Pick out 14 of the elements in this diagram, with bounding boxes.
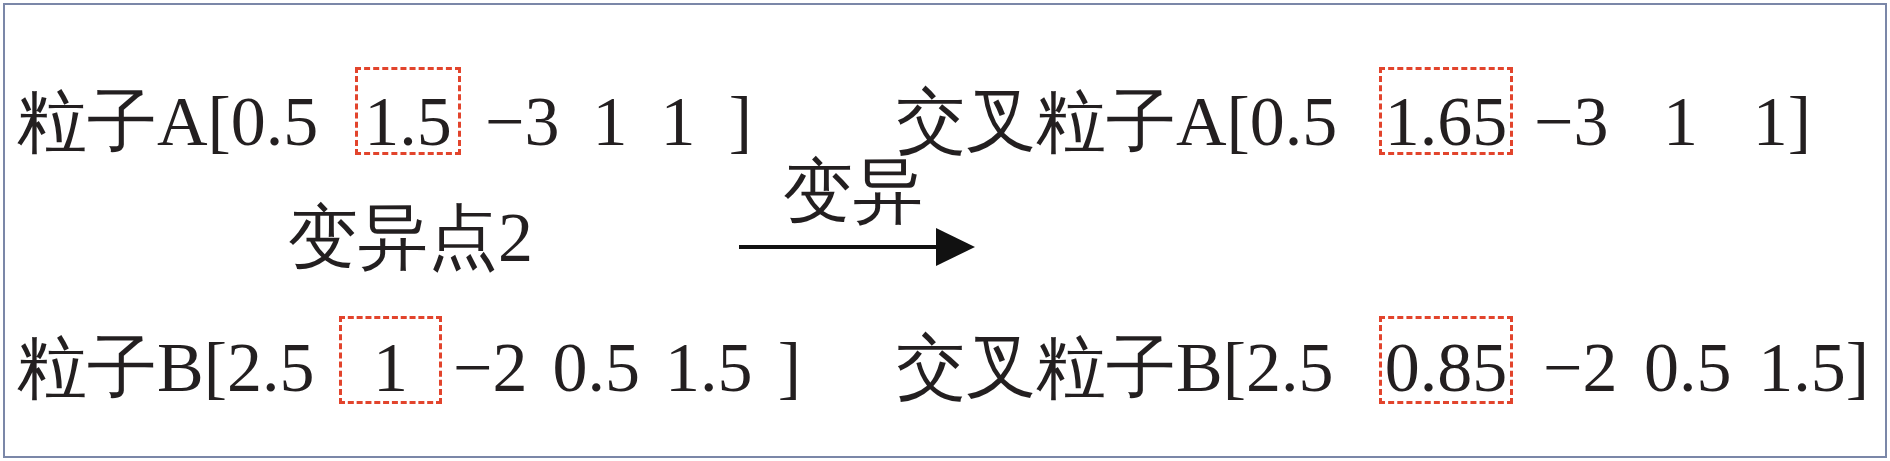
- vector-values: −3 1 1 ]: [485, 87, 752, 157]
- vector-values: −2 0.5 1.5 ]: [453, 333, 801, 403]
- annotation-text: 变异点2: [288, 203, 533, 273]
- highlighted-value: 1.65: [1379, 67, 1513, 155]
- vector-values: −3 1 1]: [1534, 87, 1811, 157]
- particle-label: 交叉粒子A[0.5: [896, 87, 1338, 157]
- highlighted-value: 0.85: [1379, 316, 1513, 404]
- vector-values: −2 0.5 1.5]: [1543, 333, 1869, 403]
- particle-label: 粒子A[0.5: [17, 87, 319, 157]
- particle-label: 粒子B[2.5: [17, 333, 315, 403]
- arrow-label: 变异: [783, 157, 923, 227]
- highlighted-value: 1: [339, 316, 442, 404]
- highlighted-value: 1.5: [355, 67, 461, 155]
- particle-label: 交叉粒子B[2.5: [896, 333, 1334, 403]
